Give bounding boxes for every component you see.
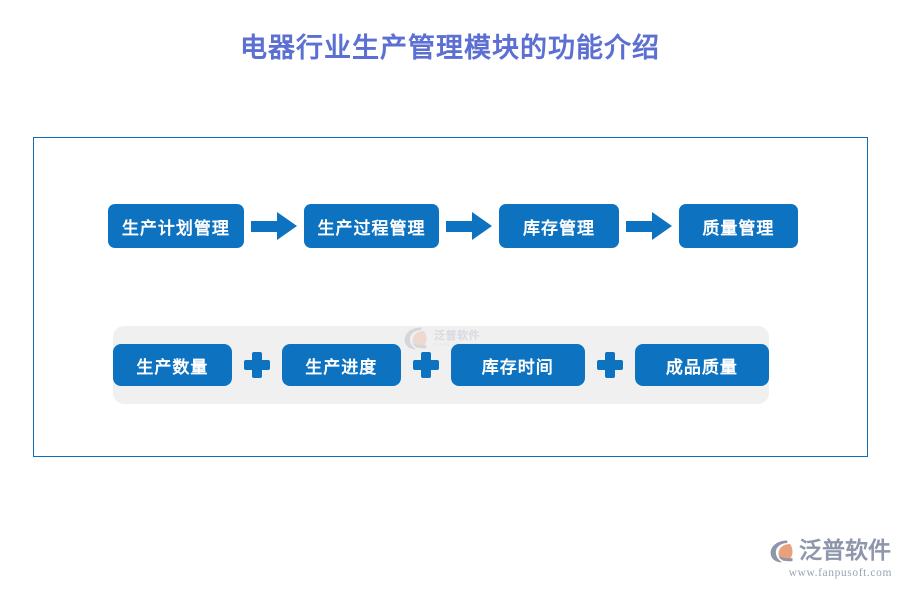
metrics-panel: 泛普软件 FANPU SOFTWARE 生产数量 生产进度 库存时间 成品质量 [113, 326, 769, 404]
flow-step-inventory[interactable]: 库存管理 [499, 204, 619, 248]
arrow-right-icon [250, 212, 297, 240]
plus-icon [242, 352, 272, 378]
plus-icon [411, 352, 441, 378]
brand-url: www.fanpusoft.com [788, 567, 892, 579]
fanpu-logo-icon [770, 540, 793, 563]
process-flow-row: 生产计划管理 生产过程管理 库存管理 质量管理 [108, 203, 798, 249]
brand-name: 泛普软件 [799, 537, 891, 564]
flow-step-production-plan[interactable]: 生产计划管理 [108, 204, 244, 248]
arrow-right-icon [625, 212, 672, 240]
metrics-row: 生产数量 生产进度 库存时间 成品质量 [113, 326, 769, 404]
flow-step-quality[interactable]: 质量管理 [678, 204, 798, 248]
flow-step-production-process[interactable]: 生产过程管理 [303, 204, 440, 248]
content-frame: 生产计划管理 生产过程管理 库存管理 质量管理 泛普软件 FANPU SOFTW… [33, 137, 868, 457]
page-title: 电器行业生产管理模块的功能介绍 [240, 33, 660, 64]
metric-production-quantity[interactable]: 生产数量 [113, 344, 232, 386]
metric-finished-quality[interactable]: 成品质量 [634, 344, 769, 386]
metric-production-progress[interactable]: 生产进度 [281, 344, 401, 386]
plus-icon [595, 352, 625, 378]
metric-inventory-time[interactable]: 库存时间 [450, 344, 585, 386]
brand-top: 泛普软件 [768, 536, 892, 566]
brand-logo: 泛普软件 www.fanpusoft.com [768, 536, 892, 586]
arrow-right-icon [446, 212, 493, 240]
